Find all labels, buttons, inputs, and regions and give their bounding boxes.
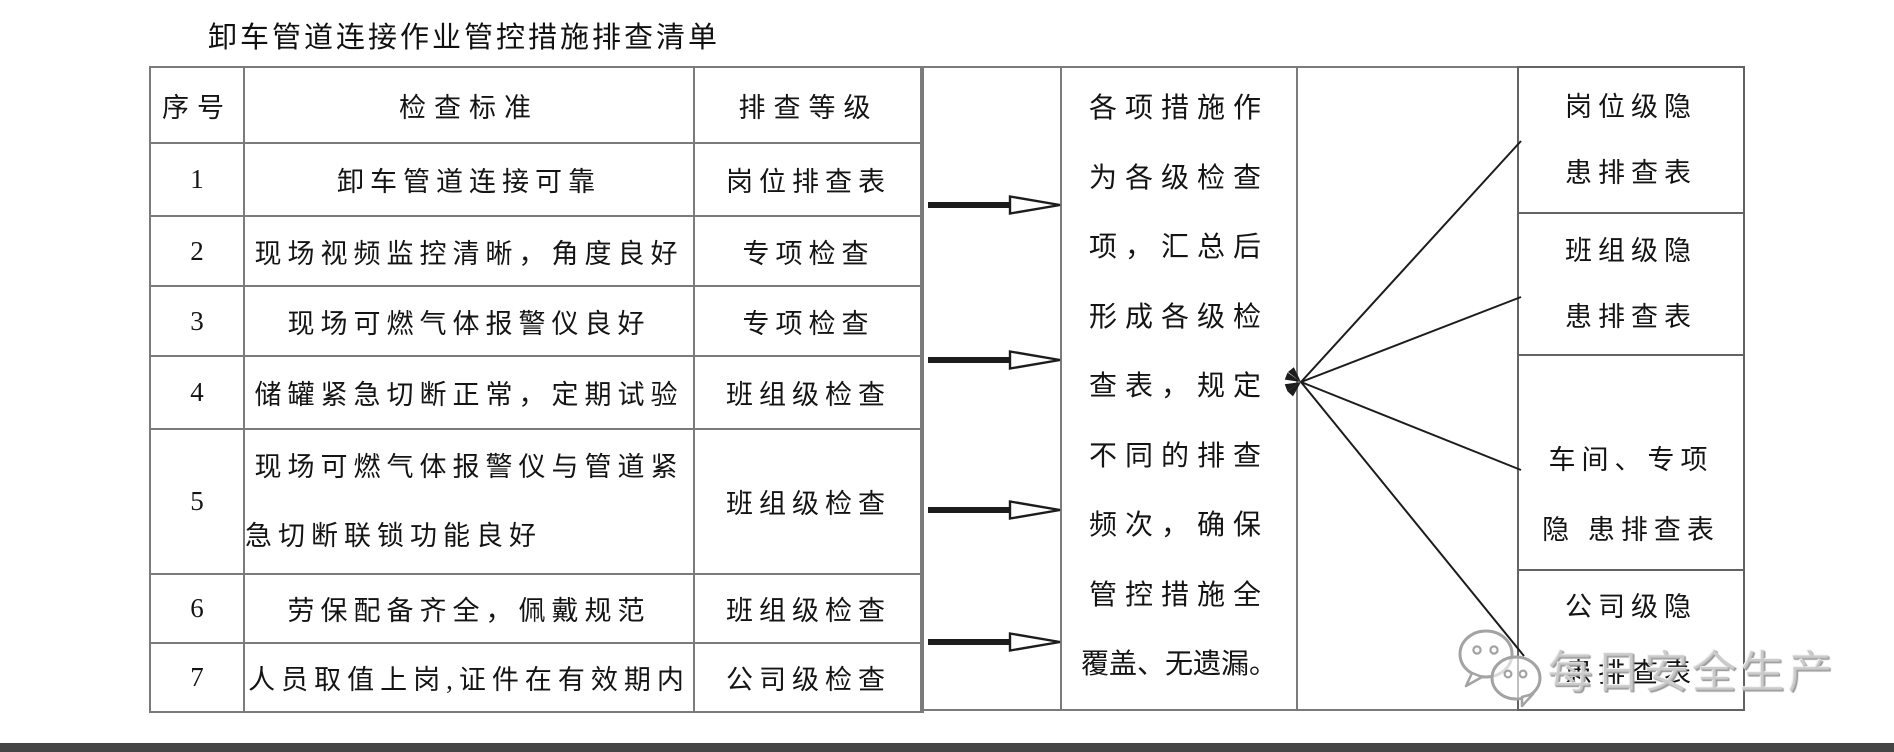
cell-no: 4: [149, 355, 245, 430]
cell-no: 6: [149, 573, 245, 644]
cell-level: 公司级检查: [693, 642, 924, 713]
cell-standard: 现场视频监控清晰，角度良好: [243, 215, 695, 287]
watermark-text: 每日安全生产: [1548, 647, 1837, 698]
cell-standard: 卸车管道连接可靠: [243, 142, 695, 217]
output-box-line: 岗位级隐: [1565, 92, 1697, 122]
cell-standard: 人员取值上岗,证件在有效期内: [243, 642, 695, 713]
cell-level: 班组级检查: [693, 355, 924, 430]
summary-line: 查表，规定: [1088, 371, 1269, 402]
cell-level: 岗位排查表: [693, 142, 924, 217]
fanout-cell: [1296, 66, 1519, 711]
arrow-channel-cell: [920, 66, 1062, 711]
table-row: 5 现场可燃气体报警仪与管道紧急切断联锁功能良好 班组级检查: [149, 428, 924, 575]
table-row: 2 现场视频监控清晰，角度良好 专项检查: [149, 215, 924, 287]
output-box-line: 隐 患排查表: [1542, 515, 1720, 545]
output-box-post-level: 岗位级隐 患排查表: [1517, 66, 1745, 214]
table-row: 4 储罐紧急切断正常，定期试验 班组级检查: [149, 355, 924, 430]
output-box-workshop-special: 车间、专项 隐 患排查表: [1517, 354, 1745, 571]
output-box-line: 班组级隐: [1565, 236, 1697, 266]
wechat-icon: [1458, 629, 1542, 708]
output-box-line: 患排查表: [1565, 302, 1697, 332]
cell-level: 班组级检查: [693, 573, 924, 644]
output-box-line: 患排查表: [1565, 158, 1697, 188]
summary-line: 管控措施全: [1088, 579, 1269, 611]
checklist-table: 序号 检查标准 排查等级 1 卸车管道连接可靠 岗位排查表 2 现场视频监控清晰…: [149, 66, 924, 713]
summary-line: 形成各级检: [1088, 301, 1269, 333]
cell-standard: 劳保配备齐全，佩戴规范: [243, 573, 695, 644]
output-box-line: 患排查表: [1565, 658, 1697, 688]
cell-level: 专项检查: [693, 215, 924, 287]
watermark: 每日安全生产: [1458, 622, 1858, 717]
summary-line: 项，汇总后: [1088, 232, 1269, 263]
bottom-border-bar: [0, 743, 1894, 752]
cell-level: 专项检查: [693, 285, 924, 357]
cell-standard: 现场可燃气体报警仪与管道紧急切断联锁功能良好: [243, 428, 695, 575]
column-header-standard: 检查标准: [243, 66, 695, 144]
table-row: 1 卸车管道连接可靠 岗位排查表: [149, 142, 924, 217]
column-header-level: 排查等级: [693, 66, 924, 144]
page-title: 卸车管道连接作业管控措施排查清单: [208, 22, 721, 54]
cell-level: 班组级检查: [693, 428, 924, 575]
cell-standard: 现场可燃气体报警仪良好: [243, 285, 695, 357]
cell-no: 5: [149, 428, 245, 575]
output-box-line: 车间、专项: [1548, 445, 1714, 475]
table-header-row: 序号 检查标准 排查等级: [149, 66, 924, 144]
summary-line: 各项措施作: [1088, 93, 1269, 124]
summary-line: 为各级检查: [1088, 162, 1269, 194]
output-box-team-level: 班组级隐 患排查表: [1517, 212, 1745, 356]
summary-line: 覆盖、无遗漏。: [1080, 649, 1277, 680]
cell-no: 7: [149, 642, 245, 713]
table-row: 6 劳保配备齐全，佩戴规范 班组级检查: [149, 573, 924, 644]
column-header-no: 序号: [149, 66, 245, 144]
summary-line: 频次，确保: [1088, 510, 1269, 541]
table-row: 7 人员取值上岗,证件在有效期内 公司级检查: [149, 642, 924, 713]
summary-line: 不同的排查: [1088, 440, 1269, 472]
cell-no: 1: [149, 142, 245, 217]
output-box-line: 公司级隐: [1565, 592, 1697, 622]
cell-no: 3: [149, 285, 245, 357]
table-row: 3 现场可燃气体报警仪良好 专项检查: [149, 285, 924, 357]
cell-standard: 储罐紧急切断正常，定期试验: [243, 355, 695, 430]
summary-note-cell: 各项措施作 为各级检查 项，汇总后 形成各级检 查表，规定 不同的排查 频次，确…: [1060, 66, 1298, 711]
cell-no: 2: [149, 215, 245, 287]
